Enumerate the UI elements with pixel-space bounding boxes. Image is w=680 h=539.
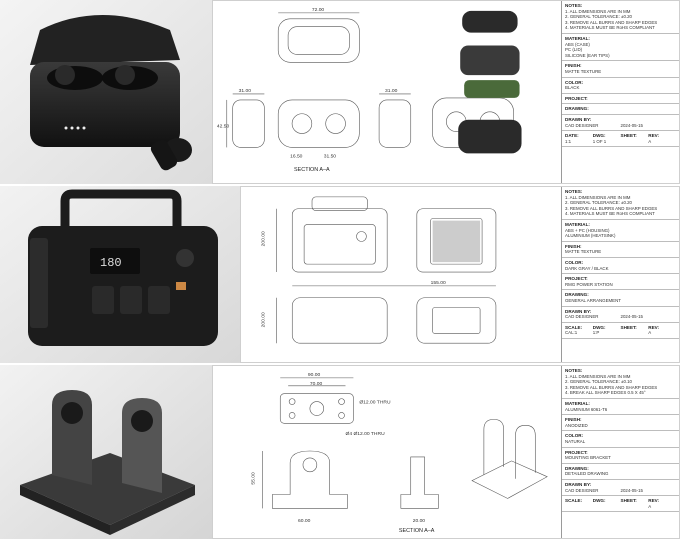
power-station-photo: 180 — [0, 186, 240, 363]
finish-section: FINISH: MATTE TEXTURE — [562, 242, 679, 258]
dim-inner-b: 31.50 — [324, 153, 337, 159]
color-section: COLOR: NATURAL — [562, 431, 679, 448]
meta-section: SCALE: DWG: SHEET: REV: CAL:1 1:P A — [562, 323, 679, 339]
material-section: MATERIAL: ALUMINIUM 6061-T6 — [562, 399, 679, 416]
dim-base: 60.00 — [298, 518, 311, 524]
color-section: COLOR: BLACK — [562, 78, 679, 94]
project-section: PROJECT: RMG POWER STATION — [562, 274, 679, 291]
project-section: PROJECT: MOUNTING BRACKET — [562, 448, 679, 464]
row-mounting-bracket: 90.00 70.00 Ø12.00 THRU Ø4 Ø12.00 THRU 5… — [0, 365, 680, 539]
section-caption: SECTION A–A — [399, 528, 435, 534]
drawing-sheet: 90.00 70.00 Ø12.00 THRU Ø4 Ø12.00 THRU 5… — [212, 365, 680, 539]
earbuds-photo — [0, 0, 212, 184]
row-power-station: 180 — [0, 186, 680, 363]
dim-height: 55.00 — [251, 472, 257, 485]
dim-width: 72.00 — [312, 7, 325, 13]
dim-inner-a: 16.50 — [290, 153, 303, 159]
notes-section: NOTES: 1. ALL DIMENSIONS ARE IN MM 2. GE… — [562, 1, 679, 34]
technical-drawing: 200.00 155.00 200.00 — [241, 187, 563, 362]
dim-hole-1: Ø12.00 THRU — [359, 400, 391, 406]
title-block: NOTES: 1. ALL DIMENSIONS ARE IN MM 2. GE… — [561, 187, 679, 362]
drawing-sheet: 200.00 155.00 200.00 NOTES: 1. ALL DIMEN… — [240, 186, 680, 363]
material-section: MATERIAL: ABS + PC (HOUSING) ALUMINIUM (… — [562, 220, 679, 242]
row-earbuds: 72.00 31.00 31.00 42.50 16.50 31.50 SECT… — [0, 0, 680, 184]
dim-height-b: 200.00 — [261, 312, 267, 327]
drawing-section: DRAWING: — [562, 104, 679, 115]
dim-side-left: 31.00 — [239, 88, 252, 94]
dim-height-a: 200.00 — [261, 231, 267, 246]
title-block: NOTES: 1. ALL DIMENSIONS ARE IN MM 2. GE… — [561, 366, 679, 538]
dim-width: 155.00 — [431, 280, 446, 286]
dim-side-right: 31.00 — [385, 88, 398, 94]
technical-drawing: 72.00 31.00 31.00 42.50 16.50 31.50 SECT… — [213, 1, 563, 183]
meta-section: DATE: DWG: SHEET: REV: 1:1 1 OF 1 A — [562, 131, 679, 148]
title-block: NOTES: 1. ALL DIMENSIONS ARE IN MM 2. GE… — [561, 1, 679, 183]
material-section: MATERIAL: ABS (CASE) PC (LID) SILICONE (… — [562, 34, 679, 62]
dim-width: 90.00 — [308, 372, 321, 378]
section-caption: SECTION A–A — [294, 167, 330, 173]
drawing-sheet: 72.00 31.00 31.00 42.50 16.50 31.50 SECT… — [212, 0, 680, 184]
dim-thickness: 20.00 — [413, 518, 426, 524]
drawing-section: DRAWING: DETAILED DRAWING — [562, 464, 679, 480]
finish-section: FINISH: ANODIZED — [562, 415, 679, 432]
dim-height: 42.50 — [217, 124, 230, 130]
notes-section: NOTES: 1. ALL DIMENSIONS ARE IN MM 2. GE… — [562, 366, 679, 399]
meta-section: SCALE: DWG: SHEET: REV: A — [562, 496, 679, 513]
drawing-section: DRAWING: GENERAL ARRANGEMENT — [562, 290, 679, 307]
color-section: COLOR: DARK GRAY / BLACK — [562, 258, 679, 275]
dim-hole-2: Ø4 Ø12.00 THRU — [345, 431, 385, 437]
notes-section: NOTES: 1. ALL DIMENSIONS ARE IN MM 2. GE… — [562, 187, 679, 220]
dim-inner-width: 70.00 — [310, 381, 323, 387]
project-section: PROJECT: — [562, 94, 679, 105]
technical-drawing: 90.00 70.00 Ø12.00 THRU Ø4 Ø12.00 THRU 5… — [213, 366, 563, 538]
bracket-photo — [0, 365, 212, 539]
finish-section: FINISH: MATTE TEXTURE — [562, 61, 679, 78]
svg-text:180: 180 — [100, 256, 122, 270]
